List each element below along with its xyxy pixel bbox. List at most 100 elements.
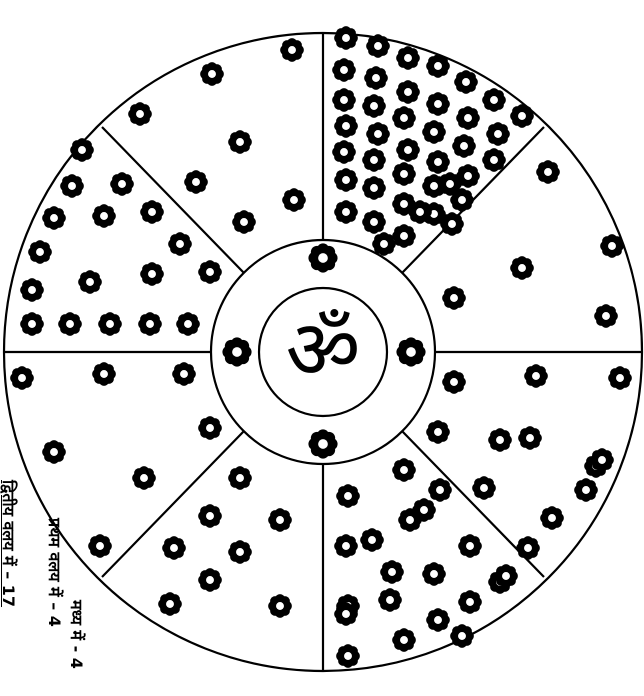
flower-icon-sector-7 — [458, 590, 482, 614]
flower-icon-sector-6 — [198, 504, 222, 528]
flower-icon-sector-7 — [574, 478, 598, 502]
flower-icon-sector-8 — [426, 92, 450, 116]
flower-icon-sector-8 — [392, 106, 416, 130]
flower-icon-sector-8 — [366, 122, 390, 146]
flower-icon-sector-8 — [426, 150, 450, 174]
flower-icon-sector-6 — [268, 508, 292, 532]
flower-icon-sector-4 — [518, 426, 542, 450]
flower-icon-sector-7 — [428, 478, 452, 502]
flower-icon-sector-7 — [590, 448, 614, 472]
flower-icon-sector-6 — [158, 592, 182, 616]
flower-icon-sector-1 — [176, 312, 200, 336]
flower-icon-sector-1 — [138, 312, 162, 336]
flower-icon-sector-7 — [494, 564, 518, 588]
flower-icon-sector-6 — [42, 440, 66, 464]
flower-icon-sector-4 — [524, 364, 548, 388]
flower-icon-center — [308, 243, 337, 272]
flower-icon-sector-1 — [58, 312, 82, 336]
flower-icon-sector-8 — [332, 140, 356, 164]
flower-icon-sector-8 — [332, 58, 356, 82]
flower-icon-center — [396, 337, 425, 366]
flower-icon-sector-2 — [282, 188, 306, 212]
flower-icon-sector-7 — [378, 588, 402, 612]
flower-icon-sector-7 — [516, 536, 540, 560]
flower-icon-sector-7 — [422, 562, 446, 586]
flower-icon-sector-6 — [10, 366, 34, 390]
flower-icon-sector-6 — [228, 540, 252, 564]
flower-icon-sector-1 — [28, 240, 52, 264]
flower-icon-sector-3 — [536, 160, 560, 184]
flower-icon-sector-1 — [78, 270, 102, 294]
flower-icon-sector-8 — [332, 88, 356, 112]
flower-icon-sector-6 — [198, 568, 222, 592]
flower-icon-sector-1 — [140, 262, 164, 286]
flower-icon-sector-6 — [268, 594, 292, 618]
flower-icon-sector-3 — [594, 304, 618, 328]
flower-icon-sector-8 — [510, 104, 534, 128]
flower-icon-sector-3 — [510, 256, 534, 280]
flower-icon-sector-1 — [168, 232, 192, 256]
flower-icon-sector-5 — [426, 608, 450, 632]
flower-icon-sector-1 — [140, 200, 164, 224]
flower-icon-sector-8 — [426, 54, 450, 78]
label-center-count: मध्य में - 4 — [68, 600, 84, 669]
flower-icon-sector-7 — [334, 602, 358, 626]
flower-icon-sector-7 — [472, 476, 496, 500]
flower-icon-sector-6 — [172, 362, 196, 386]
flower-icon-sector-8 — [372, 232, 396, 256]
flower-icon-sector-8 — [396, 46, 420, 70]
flower-icon-sector-6 — [228, 466, 252, 490]
label-first-ring-count: प्रथम वलय में – 4 — [46, 518, 62, 627]
flower-icon-sector-5 — [458, 534, 482, 558]
flower-icon-sector-6 — [162, 536, 186, 560]
flower-icon-sector-8 — [396, 138, 420, 162]
om-symbol: ॐ — [286, 303, 361, 398]
flower-icon-sector-8 — [364, 66, 388, 90]
flower-icon-sector-5 — [334, 534, 358, 558]
flower-icon-sector-7 — [540, 506, 564, 530]
flower-icon-sector-2 — [232, 210, 256, 234]
flower-icon-sector-8 — [334, 200, 358, 224]
flower-icon-sector-8 — [422, 120, 446, 144]
flower-icon-center — [222, 337, 251, 366]
flower-icon-sector-4 — [426, 420, 450, 444]
flower-icon-sector-8 — [362, 148, 386, 172]
label-second-ring-count: द्वितीय वलय में – 17 — [0, 480, 16, 607]
flower-icon-sector-7 — [398, 508, 422, 532]
flower-icon-sector-5 — [336, 484, 360, 508]
flower-icon-sector-1 — [60, 174, 84, 198]
flower-icon-sector-8 — [482, 88, 506, 112]
flower-icon-sector-7 — [488, 428, 512, 452]
flower-icon-sector-8 — [362, 176, 386, 200]
flower-icon-sector-8 — [362, 210, 386, 234]
flower-icon-sector-1 — [198, 260, 222, 284]
flower-icon-sector-7 — [450, 624, 474, 648]
flower-icon-sector-6 — [198, 416, 222, 440]
flower-icon-sector-8 — [454, 70, 478, 94]
flower-icon-sector-5 — [392, 458, 416, 482]
flower-icon-sector-4 — [608, 366, 632, 390]
flower-icon-sector-1 — [98, 312, 122, 336]
flower-icon-sector-2 — [184, 170, 208, 194]
flower-icon-sector-8 — [482, 148, 506, 172]
flower-icon-sector-8 — [408, 200, 432, 224]
flower-icon-sector-2 — [200, 62, 224, 86]
flower-icon-sector-8 — [456, 106, 480, 130]
flower-icon-sector-8 — [334, 26, 358, 50]
flower-icon-sector-8 — [396, 80, 420, 104]
flower-icon-sector-8 — [334, 114, 358, 138]
flower-icon-sector-8 — [438, 172, 462, 196]
flower-icon-sector-2 — [228, 130, 252, 154]
flower-icon-sector-7 — [392, 628, 416, 652]
flower-icon-sector-6 — [88, 534, 112, 558]
flower-icon-sector-1 — [20, 278, 44, 302]
flower-icon-center — [308, 429, 337, 458]
flower-icon-sector-3 — [600, 234, 624, 258]
flower-icon-sector-6 — [132, 466, 156, 490]
flower-icon-sector-4 — [442, 370, 466, 394]
flower-icon-sector-1 — [92, 204, 116, 228]
flower-icon-sector-1 — [110, 172, 134, 196]
flower-icon-sector-7 — [336, 644, 360, 668]
flower-icon-sector-1 — [20, 312, 44, 336]
